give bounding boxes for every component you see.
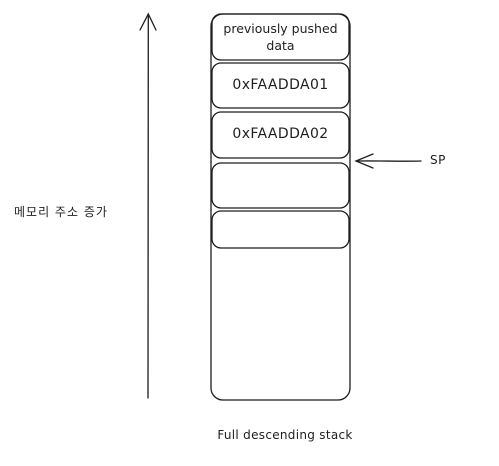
address-increase-label: 메모리 주소 증가 <box>14 205 108 219</box>
stack-container <box>210 13 351 401</box>
stack-cell-label-2: 0xFAADDA02 <box>232 126 329 142</box>
sp-arrow-head <box>354 153 374 169</box>
stack-cell-label-previous: previously pushed data <box>223 21 338 53</box>
diagram-caption: Full descending stack <box>217 428 353 442</box>
address-increase-arrow <box>139 12 157 399</box>
stack-cell-3 <box>211 162 350 209</box>
stack-cell-2 <box>211 111 350 159</box>
stack-pointer-arrow <box>354 153 422 169</box>
stack-pointer-label: SP <box>430 153 446 167</box>
stack-cell-label-1: 0xFAADDA01 <box>232 77 329 93</box>
stack-cell-previous <box>211 13 350 61</box>
stack-cell-4 <box>211 210 350 249</box>
arrow-head <box>139 12 157 31</box>
stack-cell-1 <box>211 62 350 109</box>
